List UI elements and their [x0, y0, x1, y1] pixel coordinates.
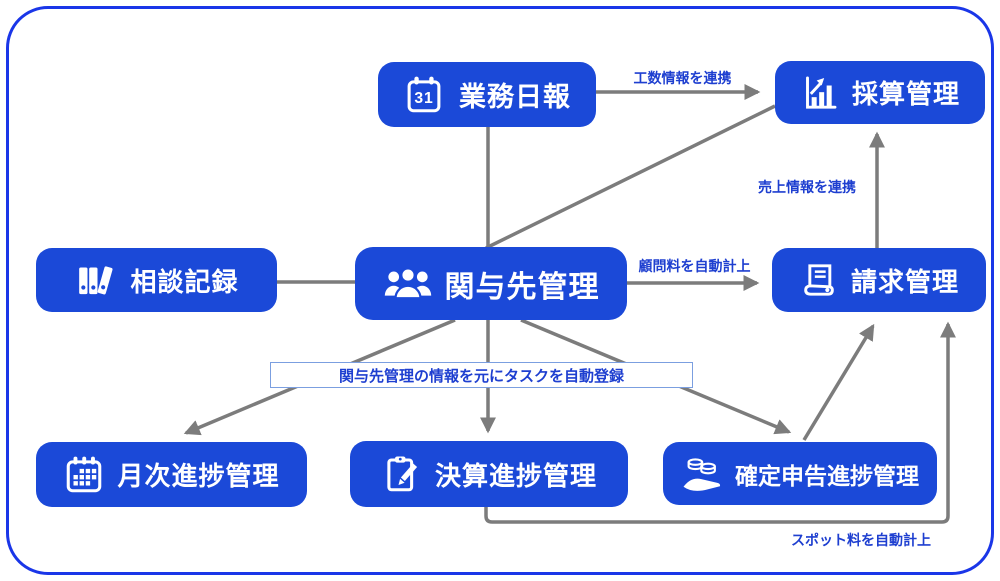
- node-consultation-records: 相談記録: [36, 248, 277, 312]
- calendar-grid-icon: [63, 454, 105, 496]
- node-profitability-management: 採算管理: [775, 61, 985, 124]
- edge-label-sales: 売上情報を連携: [758, 179, 856, 195]
- node-client-management: 関与先管理: [355, 247, 627, 320]
- edge-label-man-hours: 工数情報を連携: [633, 70, 732, 86]
- node-monthly-progress-management: 月次進捗管理: [36, 442, 307, 507]
- binders-icon: [74, 260, 116, 300]
- node-label: 請求管理: [850, 266, 959, 297]
- clipboard-pencil-icon: [381, 453, 423, 495]
- node-label: 採算管理: [851, 79, 960, 109]
- svg-text:31: 31: [414, 89, 433, 106]
- task-auto-register-note: 関与先管理の情報を元にタスクを自動登録: [270, 362, 693, 388]
- node-label: 月次進捗管理: [117, 461, 280, 491]
- bar-chart-icon: [800, 73, 840, 113]
- node-business-daily-report: 31 業務日報: [378, 62, 596, 127]
- hand-coins-icon: [681, 453, 725, 495]
- node-label: 業務日報: [459, 82, 571, 112]
- node-settlement-progress-management: 決算進捗管理: [350, 441, 628, 507]
- edge-label-spot-fee: スポット料を自動計上: [791, 532, 931, 548]
- invoice-scroll-icon: [799, 260, 839, 300]
- edge-tax-return-to-billing: [802, 323, 875, 441]
- node-tax-return-progress-management: 確定申告進捗管理: [663, 442, 937, 505]
- node-label: 確定申告進捗管理: [735, 462, 919, 489]
- node-label: 決算進捗管理: [434, 460, 597, 491]
- calendar-31-icon: 31: [403, 74, 445, 116]
- node-label: 関与先管理: [444, 270, 600, 304]
- edge-settlement-to-billing-spot: [484, 321, 957, 524]
- node-billing-management: 請求管理: [772, 248, 986, 312]
- edge-label-advisory-fee: 顧問料を自動計上: [638, 258, 751, 274]
- people-icon: [383, 264, 433, 304]
- task-auto-register-note-text: 関与先管理の情報を元にタスクを自動登録: [338, 367, 624, 385]
- edge-client-to-profitability: [485, 104, 776, 250]
- node-label: 相談記録: [130, 266, 239, 297]
